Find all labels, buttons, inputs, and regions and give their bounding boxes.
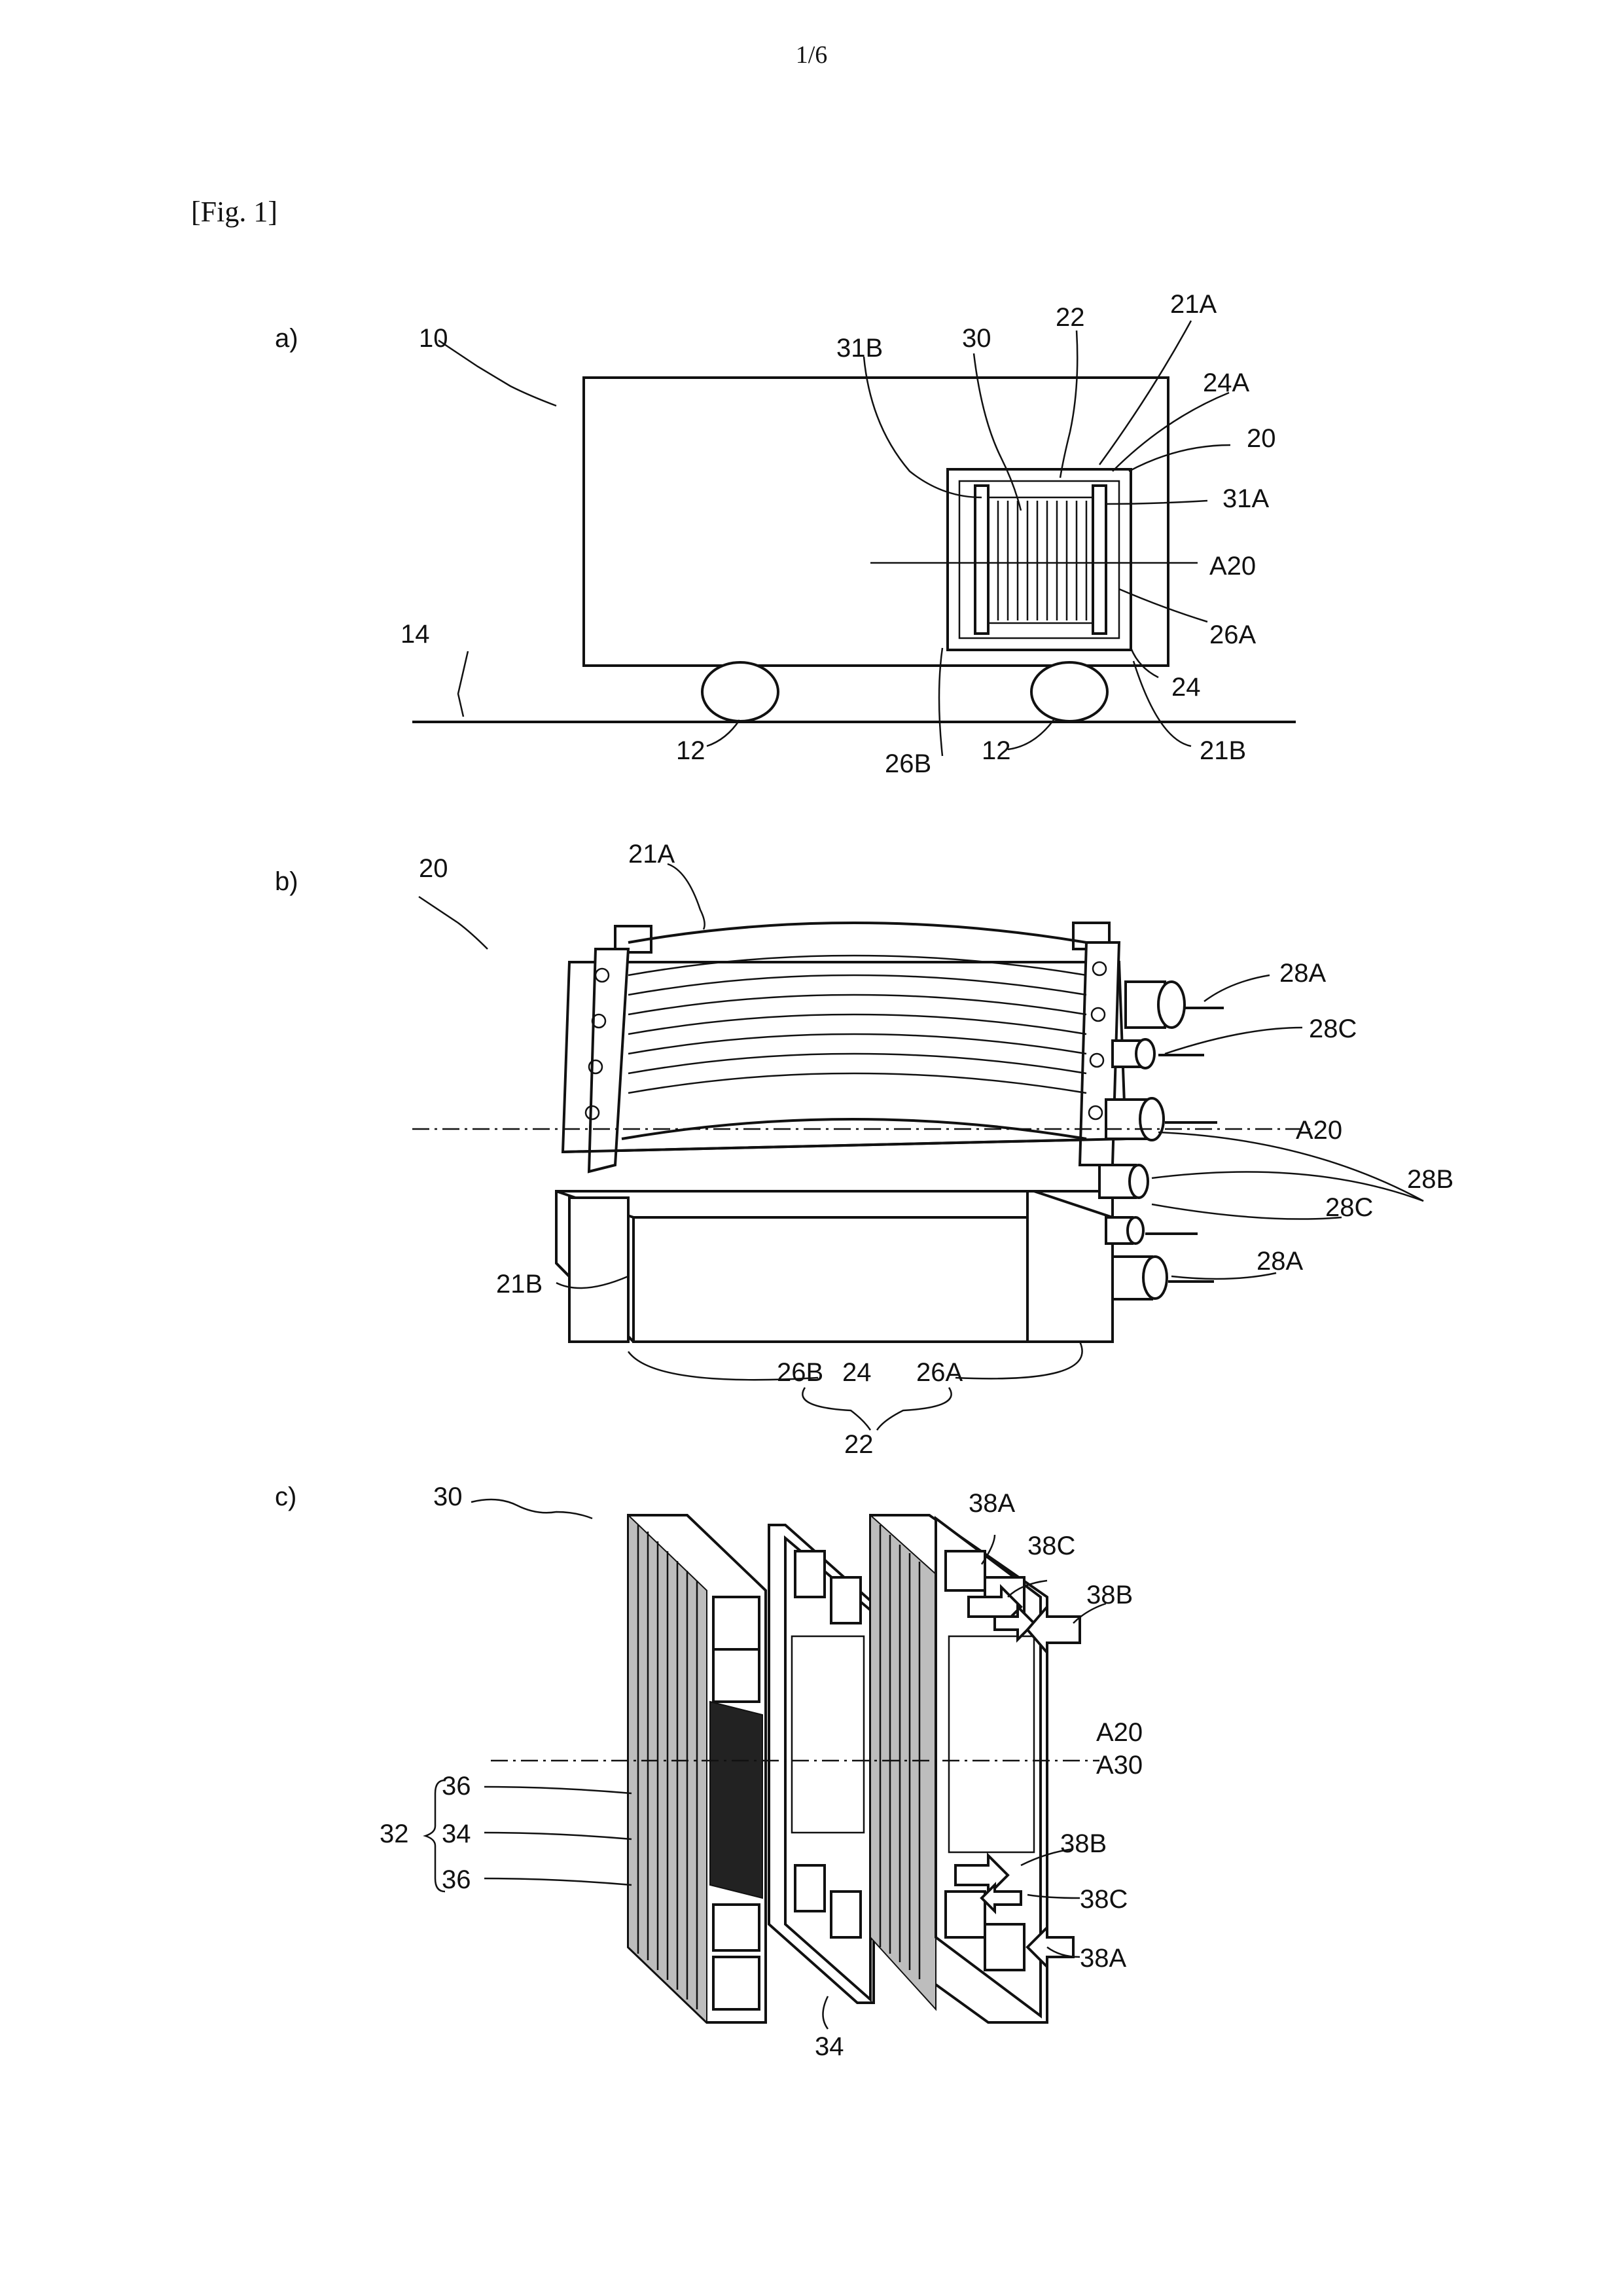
- ref-24A: 24A: [1203, 368, 1249, 397]
- plate-stack-left: [628, 1515, 766, 2022]
- ref-36-top: 36: [442, 1772, 471, 1801]
- leader-20: [419, 897, 488, 949]
- ref-38B-top: 38B: [1086, 1581, 1133, 1609]
- panel-b-label: b): [275, 867, 298, 896]
- panel-c-label: c): [275, 1482, 296, 1511]
- ref-24-b: 24: [842, 1358, 872, 1387]
- top-frame-b: [563, 923, 1126, 1172]
- ref-26A-b: 26A: [916, 1358, 963, 1387]
- ref-28A-top: 28A: [1279, 959, 1326, 988]
- ref-21A-b: 21A: [628, 840, 675, 869]
- ref-21A: 21A: [1170, 290, 1217, 319]
- panel-c: c): [275, 1482, 1143, 2061]
- plate-stack-right: [870, 1515, 1047, 2022]
- ref-38B-bot: 38B: [1060, 1829, 1107, 1858]
- ref-28B: 28B: [1407, 1165, 1454, 1194]
- ref-24: 24: [1171, 673, 1201, 702]
- ref-21B: 21B: [1200, 736, 1246, 765]
- ref-A30-c: A30: [1096, 1751, 1143, 1780]
- ref-34-bot: 34: [815, 2032, 844, 2061]
- ref-28C-bot: 28C: [1325, 1193, 1373, 1222]
- membrane-34: [769, 1525, 874, 2003]
- ref-26A: 26A: [1209, 620, 1256, 649]
- end-plate-31B: [975, 486, 988, 634]
- ref-A20-b: A20: [1296, 1116, 1342, 1145]
- ref-30-c: 30: [433, 1482, 463, 1511]
- ref-34-side: 34: [442, 1820, 471, 1848]
- panel-a-label: a): [275, 324, 298, 353]
- ref-12-left: 12: [676, 736, 705, 765]
- cell-stack-30: [988, 497, 1093, 623]
- ref-20-b: 20: [419, 854, 448, 883]
- ref-28A-bot: 28A: [1257, 1247, 1303, 1276]
- leader-10: [438, 340, 556, 406]
- leader-30: [471, 1499, 592, 1518]
- ref-A20-c: A20: [1096, 1718, 1143, 1747]
- ref-38C-top: 38C: [1027, 1532, 1075, 1560]
- ref-31B: 31B: [836, 334, 883, 363]
- ref-28C-top: 28C: [1309, 1014, 1357, 1043]
- leader-14: [458, 651, 468, 717]
- ref-26B: 26B: [885, 749, 931, 778]
- ref-36-bot: 36: [442, 1865, 471, 1894]
- ref-12-right: 12: [982, 736, 1011, 765]
- panel-b: b): [275, 840, 1454, 1459]
- housing-box-b: [556, 1191, 1113, 1342]
- ref-38A-top: 38A: [969, 1489, 1015, 1518]
- ref-14: 14: [401, 620, 430, 649]
- ref-22-b: 22: [844, 1430, 874, 1459]
- ref-20: 20: [1247, 424, 1276, 453]
- ref-38C-bot: 38C: [1080, 1885, 1128, 1914]
- ref-21B-b: 21B: [496, 1270, 543, 1299]
- ref-10: 10: [419, 324, 448, 353]
- ref-38A-bot: 38A: [1080, 1944, 1126, 1973]
- ref-A20: A20: [1209, 552, 1256, 581]
- ref-30: 30: [962, 324, 991, 353]
- wheel-right: [1031, 662, 1107, 721]
- panel-a: a): [275, 290, 1296, 778]
- ref-22: 22: [1056, 303, 1085, 332]
- ref-31A: 31A: [1222, 484, 1269, 513]
- ref-26B-b: 26B: [777, 1358, 823, 1387]
- fuel-cell-device-a: [870, 469, 1198, 650]
- end-plate-31A: [1093, 486, 1106, 634]
- wheel-left: [702, 662, 778, 721]
- ref-32: 32: [380, 1820, 409, 1848]
